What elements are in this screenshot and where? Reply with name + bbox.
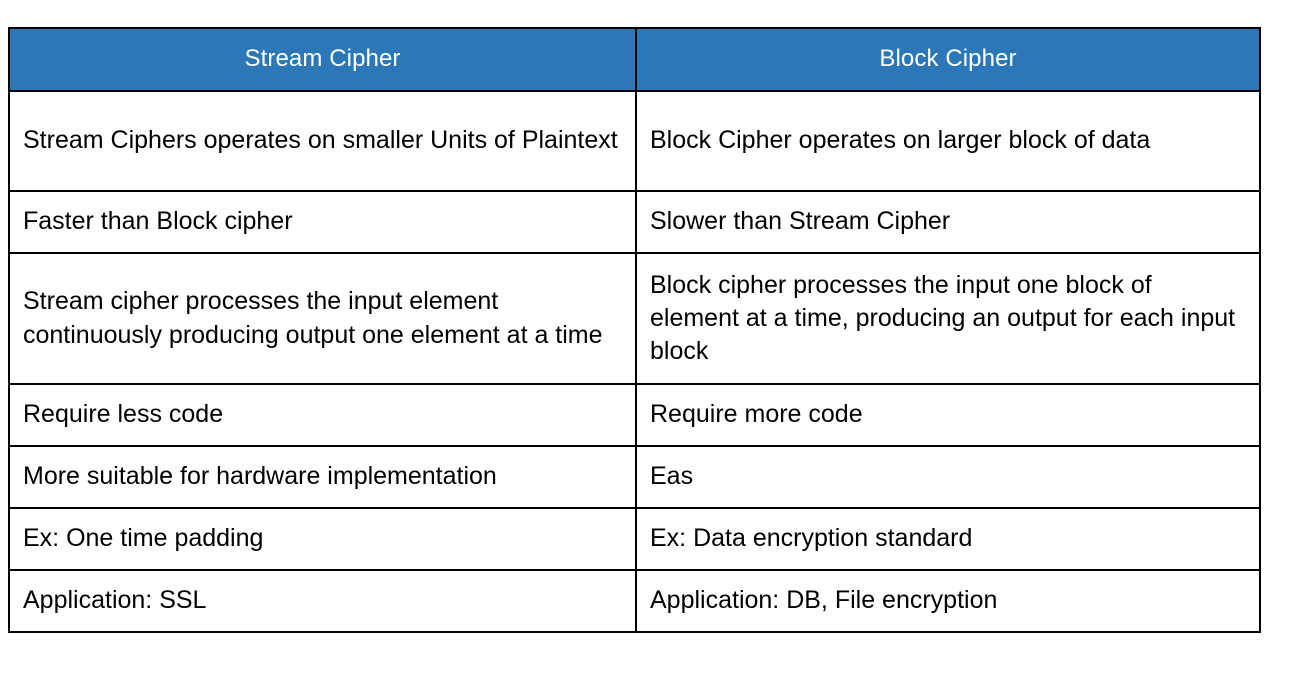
cell-stream-2: Faster than Block cipher xyxy=(8,190,637,254)
cell-block-7: Application: DB, File encryption xyxy=(635,569,1261,633)
cell-stream-1: Stream Ciphers operates on smaller Units… xyxy=(8,90,637,192)
table-header-row: Stream Cipher Block Cipher xyxy=(8,27,1261,92)
table-row: Stream Ciphers operates on smaller Units… xyxy=(8,90,1261,192)
cell-block-6: Ex: Data encryption standard xyxy=(635,507,1261,571)
cell-block-3: Block cipher processes the input one blo… xyxy=(635,252,1261,385)
column-header-block-cipher: Block Cipher xyxy=(635,27,1261,92)
table-row: More suitable for hardware implementatio… xyxy=(8,445,1261,509)
cell-block-4: Require more code xyxy=(635,383,1261,447)
cell-block-5: Eas xyxy=(635,445,1261,509)
table-header: Stream Cipher Block Cipher xyxy=(8,27,1261,92)
table-row: Require less code Require more code xyxy=(8,383,1261,447)
cell-stream-4: Require less code xyxy=(8,383,637,447)
cell-stream-3: Stream cipher processes the input elemen… xyxy=(8,252,637,385)
cell-stream-6: Ex: One time padding xyxy=(8,507,637,571)
table-row: Application: SSL Application: DB, File e… xyxy=(8,569,1261,633)
cipher-comparison-table: Stream Cipher Block Cipher Stream Cipher… xyxy=(8,27,1261,633)
cell-block-2: Slower than Stream Cipher xyxy=(635,190,1261,254)
table-row: Ex: One time padding Ex: Data encryption… xyxy=(8,507,1261,571)
table-row: Faster than Block cipher Slower than Str… xyxy=(8,190,1261,254)
cell-stream-5: More suitable for hardware implementatio… xyxy=(8,445,637,509)
column-header-stream-cipher: Stream Cipher xyxy=(8,27,637,92)
table-row: Stream cipher processes the input elemen… xyxy=(8,252,1261,385)
cell-stream-7: Application: SSL xyxy=(8,569,637,633)
table-body: Stream Ciphers operates on smaller Units… xyxy=(8,90,1261,633)
cell-block-1: Block Cipher operates on larger block of… xyxy=(635,90,1261,192)
